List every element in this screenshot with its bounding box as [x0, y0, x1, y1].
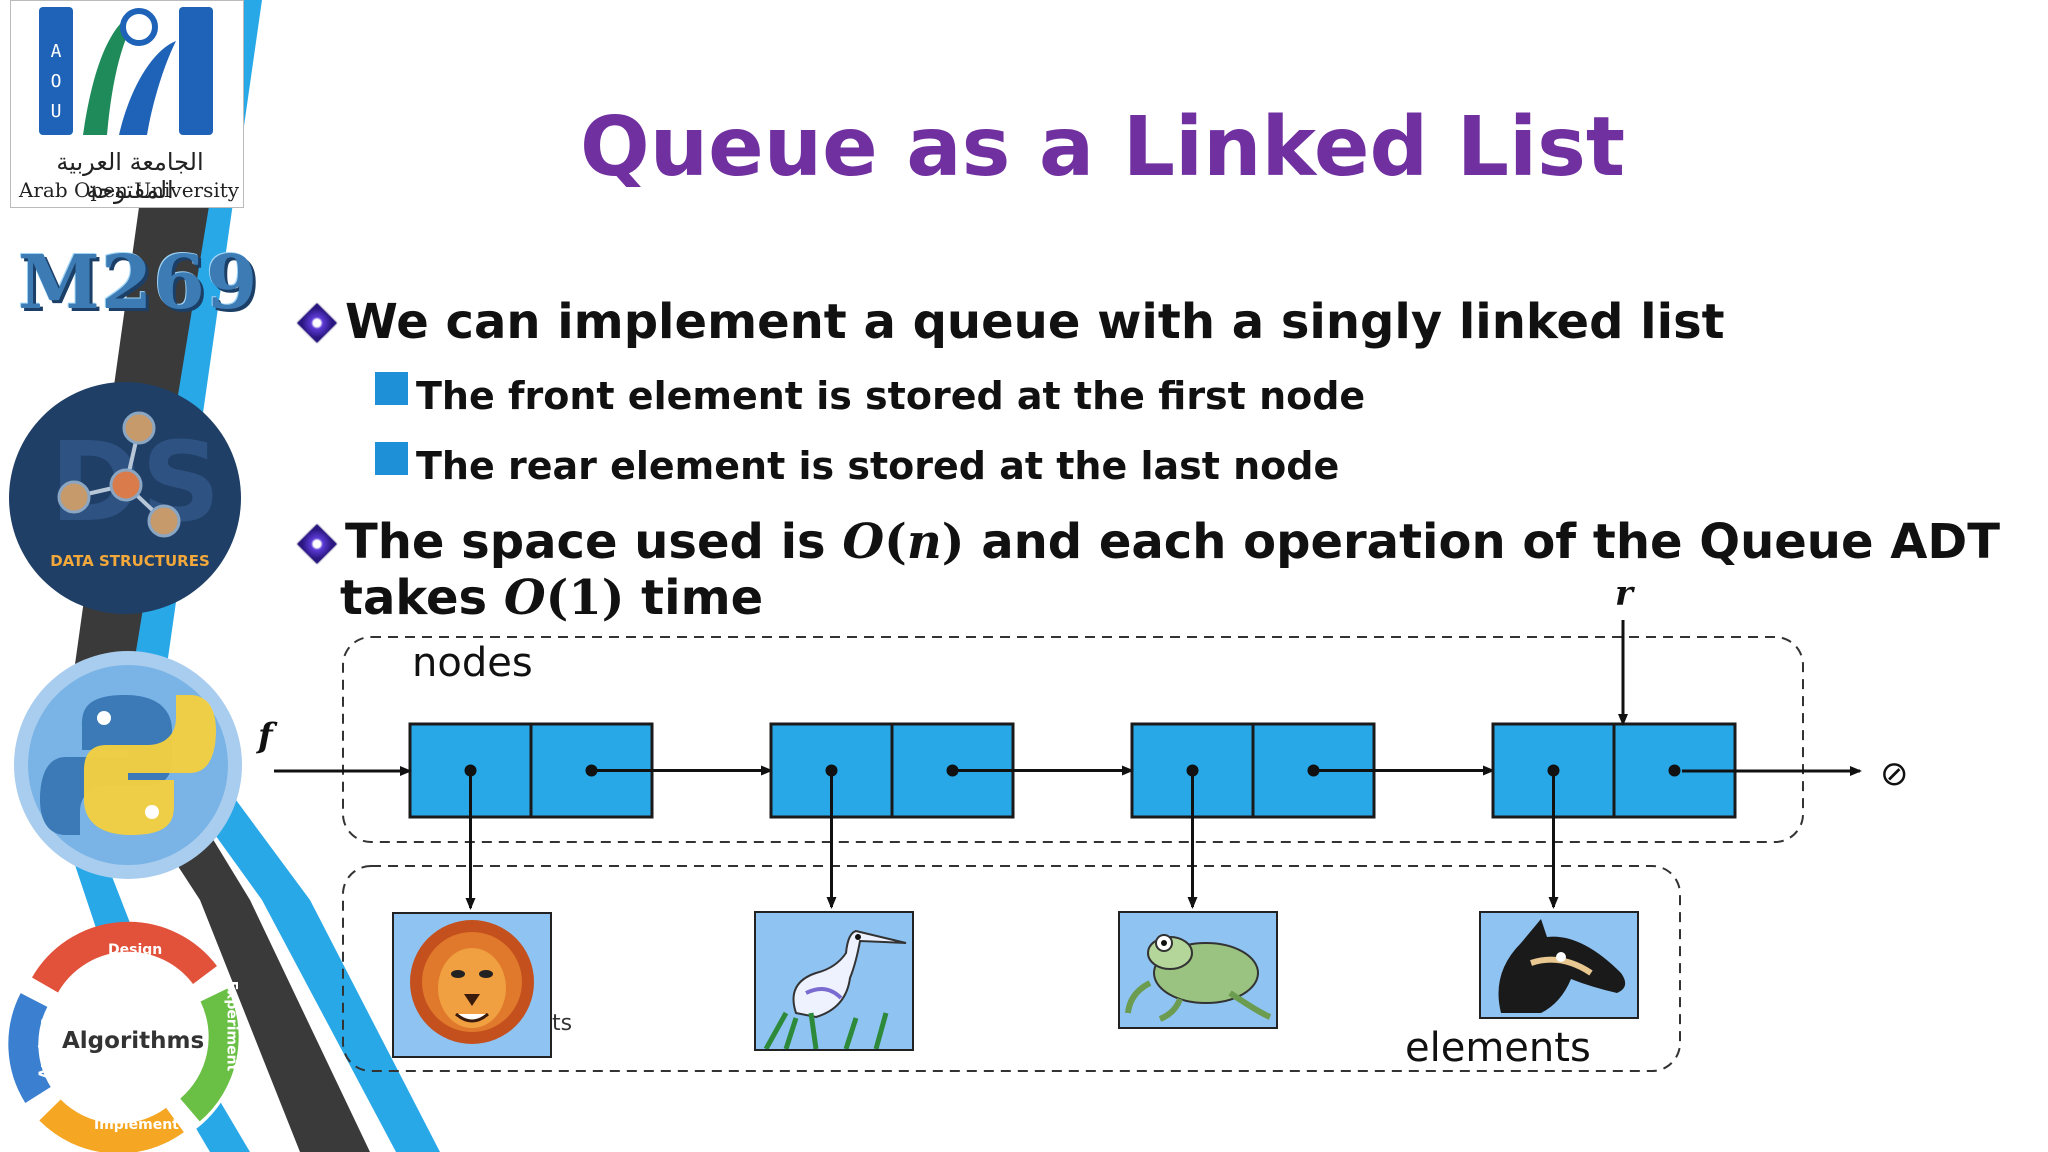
lion-element-image — [392, 912, 552, 1058]
sidebar-decoration: DS — [8, 0, 440, 1152]
horse-element-image — [1479, 911, 1639, 1019]
square-bullet-icon — [375, 372, 408, 405]
svg-text:U: U — [51, 101, 62, 122]
bullet-2-line-2: takes O(1) time — [340, 570, 764, 626]
frog-element-image — [1118, 911, 1278, 1029]
heron-icon — [763, 929, 907, 1049]
university-logo: A O U — [10, 0, 244, 208]
aou-logo-icon: A O U — [39, 7, 213, 135]
course-code: M269 — [18, 240, 259, 326]
square-bullet-icon — [375, 442, 408, 475]
bullet-1-text: We can implement a queue with a singly l… — [345, 294, 1725, 350]
sub-bullet-front: The front element is stored at the first… — [416, 374, 1366, 418]
university-name-arabic: الجامعة العربية المفتوحة — [56, 148, 204, 204]
algorithms-label: Algorithms — [62, 1028, 205, 1054]
university-name-english: Arab Open University — [18, 178, 240, 202]
elements-group-box — [342, 865, 1681, 1072]
frog-icon — [1125, 934, 1272, 1022]
null-symbol: ⊘ — [1880, 754, 1909, 794]
front-pointer-label: f — [258, 716, 273, 756]
cycle-design-label: Design — [108, 942, 163, 958]
stray-text: ts — [552, 1011, 573, 1036]
data-structures-label: DATA STRUCTURES — [50, 552, 210, 570]
cycle-implement-label: Implement — [94, 1117, 179, 1133]
nodes-group-box — [342, 636, 1804, 843]
svg-text:O: O — [51, 71, 62, 92]
elements-label: elements — [1405, 1025, 1591, 1071]
svg-text:A: A — [51, 41, 62, 62]
sub-bullet-rear: The rear element is stored at the last n… — [416, 444, 1340, 488]
nodes-label: nodes — [412, 640, 533, 686]
slide-title: Queue as a Linked List — [580, 100, 1626, 195]
horse-icon — [1498, 919, 1626, 1013]
lion-icon — [410, 920, 534, 1044]
bullet-2-line-1: The space used is O(n) and each operatio… — [345, 514, 2000, 570]
heron-element-image — [754, 911, 914, 1051]
rear-pointer-label: r — [1615, 574, 1633, 614]
next-pointer-dot — [1668, 764, 1681, 777]
